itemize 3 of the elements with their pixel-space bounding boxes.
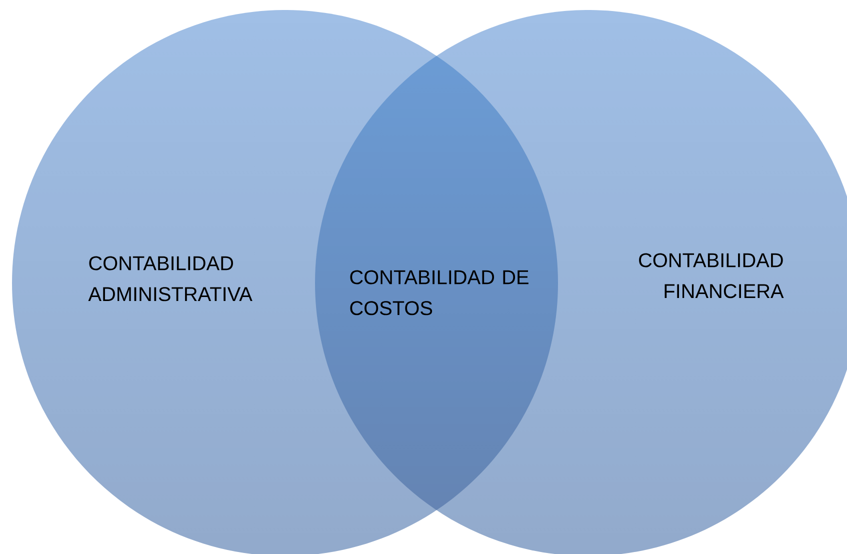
label-text: CONTABILIDAD FINANCIERA [639,253,784,298]
label-text: CONTABILIDAD DE COSTOS [350,270,528,316]
label-text: CONTABILIDAD ADMINISTRATIVA [88,256,252,302]
